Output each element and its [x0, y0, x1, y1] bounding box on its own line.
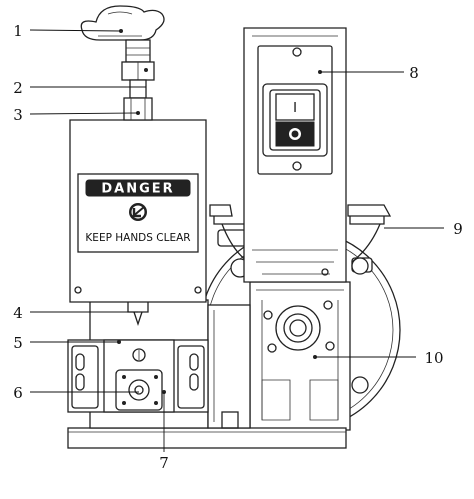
power-switch[interactable]: I	[275, 93, 315, 147]
callout-4: 4	[13, 304, 23, 322]
callout-5: 5	[13, 334, 23, 352]
danger-text: KEEP HANDS CLEAR	[85, 232, 190, 244]
pressure-knob[interactable]	[80, 5, 165, 41]
leader-lines	[29, 29, 444, 452]
callout-10: 10	[424, 349, 443, 367]
callout-3: 3	[13, 106, 23, 124]
callout-6: 6	[13, 384, 23, 402]
no-hands-icon	[129, 203, 147, 221]
gear-box	[249, 281, 351, 431]
callout-7: 7	[159, 454, 169, 472]
lock-nut[interactable]	[123, 97, 153, 121]
switch-box	[243, 27, 347, 283]
callout-2: 2	[13, 79, 23, 97]
callout-1: 1	[13, 22, 23, 40]
switch-on-rocker[interactable]	[275, 93, 315, 121]
switch-on-symbol: I	[293, 101, 297, 116]
danger-label: DANGER KEEP HANDS CLEAR	[77, 173, 199, 253]
callout-9: 9	[453, 220, 463, 238]
callout-labels: 1 2 3 4 5 6 7 8 9 10	[13, 22, 463, 472]
threaded-shaft	[121, 39, 155, 99]
feed-block	[67, 339, 209, 413]
callout-8: 8	[409, 64, 419, 82]
danger-title: DANGER	[101, 182, 174, 197]
